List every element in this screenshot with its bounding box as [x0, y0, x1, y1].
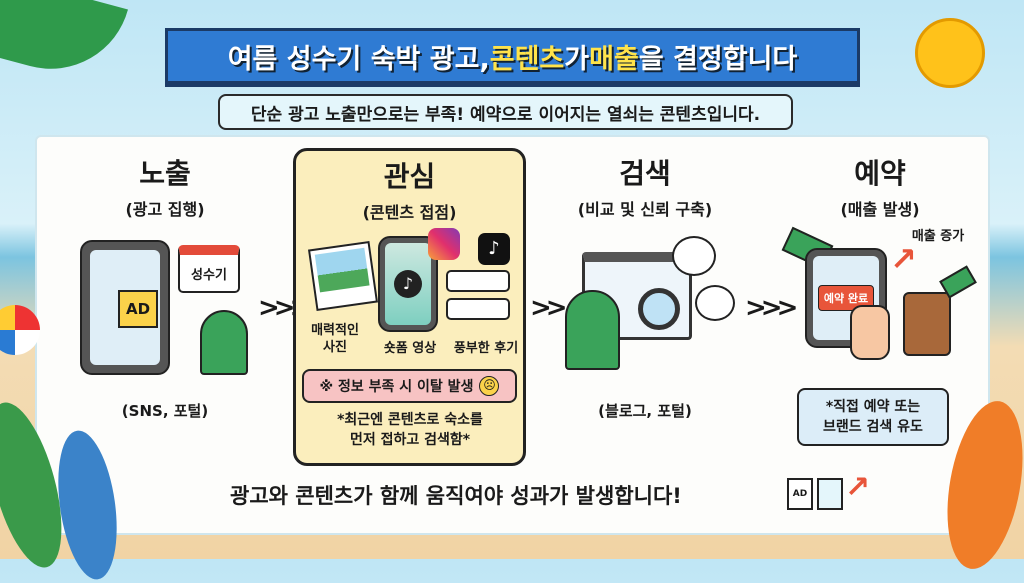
title-text: 가	[564, 43, 590, 75]
title-highlight-content: 콘텐츠	[489, 43, 565, 75]
palm-leaf-icon	[0, 0, 128, 87]
label-reviews: 풍부한 후기	[453, 341, 519, 356]
growth-chart-icon: ↗	[845, 470, 871, 505]
sad-face-icon: ☹	[479, 376, 500, 396]
hotel-bubble-icon	[672, 236, 716, 276]
photo-icon	[307, 240, 379, 312]
stage-subtitle: (광고 집행)	[125, 200, 205, 219]
booking-note-box: *직접 예약 또는 브랜드 검색 유도	[797, 388, 949, 446]
label-short-video: 숏폼 영상	[383, 341, 437, 356]
stage-exposure-header: 노출 (광고 집행)	[85, 152, 245, 220]
stage-search-header: 검색 (비교 및 신뢰 구축)	[555, 152, 735, 220]
warning-box: ※ 정보 부족 시 이탈 발생 ☹	[302, 369, 517, 403]
footer-message: 광고와 콘텐츠가 함께 움직여야 성과가 발생합니다!	[230, 484, 682, 508]
title-text: 여름 성수기 숙박 광고,	[227, 43, 490, 75]
review-bubble-icon	[446, 298, 510, 320]
stage-subtitle: (콘텐츠 접점)	[362, 203, 457, 222]
hotel-bubble-icon	[695, 285, 735, 321]
suitcase-icon	[903, 292, 951, 356]
stage-caption: (블로그, 포털)	[598, 402, 692, 420]
document-icon	[817, 478, 843, 510]
ad-badge: AD	[118, 290, 158, 328]
sales-increase-label: 매출 증가	[911, 229, 965, 244]
label-photos: 매력적인 사진	[311, 323, 359, 355]
title-highlight-sales: 매출	[589, 43, 639, 75]
phone-icon: AD	[80, 240, 170, 375]
warning-text: ※ 정보 부족 시 이탈 발생	[319, 379, 474, 395]
interest-note: *최근엔 콘텐츠로 숙소를 먼저 접하고 검색함*	[337, 412, 483, 448]
arrow-icon: >>	[530, 293, 567, 323]
subtitle: 단순 광고 노출만으로는 부족! 예약으로 이어지는 열쇠는 콘텐츠입니다.	[218, 94, 793, 130]
stage-subtitle: (매출 발생)	[840, 200, 920, 219]
stage-caption: (SNS, 포털)	[121, 402, 209, 420]
person-icon	[565, 290, 620, 370]
booking-note: *직접 예약 또는 브랜드 검색 유도	[823, 399, 923, 435]
calendar-icon: 성수기	[178, 245, 240, 293]
title-text: 을 결정합니다	[638, 43, 798, 75]
magnifier-icon	[638, 288, 680, 330]
stage-subtitle: (비교 및 신뢰 구축)	[577, 200, 713, 219]
stage-interest-header: 관심 (콘텐츠 접점)	[293, 155, 526, 223]
growth-arrow-icon: ↗	[890, 240, 917, 278]
stage-title: 노출	[139, 157, 191, 190]
stage-title: 예약	[854, 157, 906, 190]
hand-icon	[850, 305, 890, 360]
person-icon	[200, 310, 248, 375]
instagram-icon	[428, 228, 460, 260]
stage-title: 관심	[383, 160, 436, 193]
ad-document-icon: AD	[787, 478, 813, 510]
stage-title: 검색	[619, 157, 671, 190]
sun-icon	[915, 18, 985, 88]
arrow-icon: >>>	[745, 293, 798, 323]
beach-ball-icon	[0, 305, 40, 355]
tiktok-icon: ♪	[478, 233, 510, 265]
stage-booking-header: 예약 (매출 발생)	[800, 152, 960, 220]
review-bubble-icon	[446, 270, 510, 292]
